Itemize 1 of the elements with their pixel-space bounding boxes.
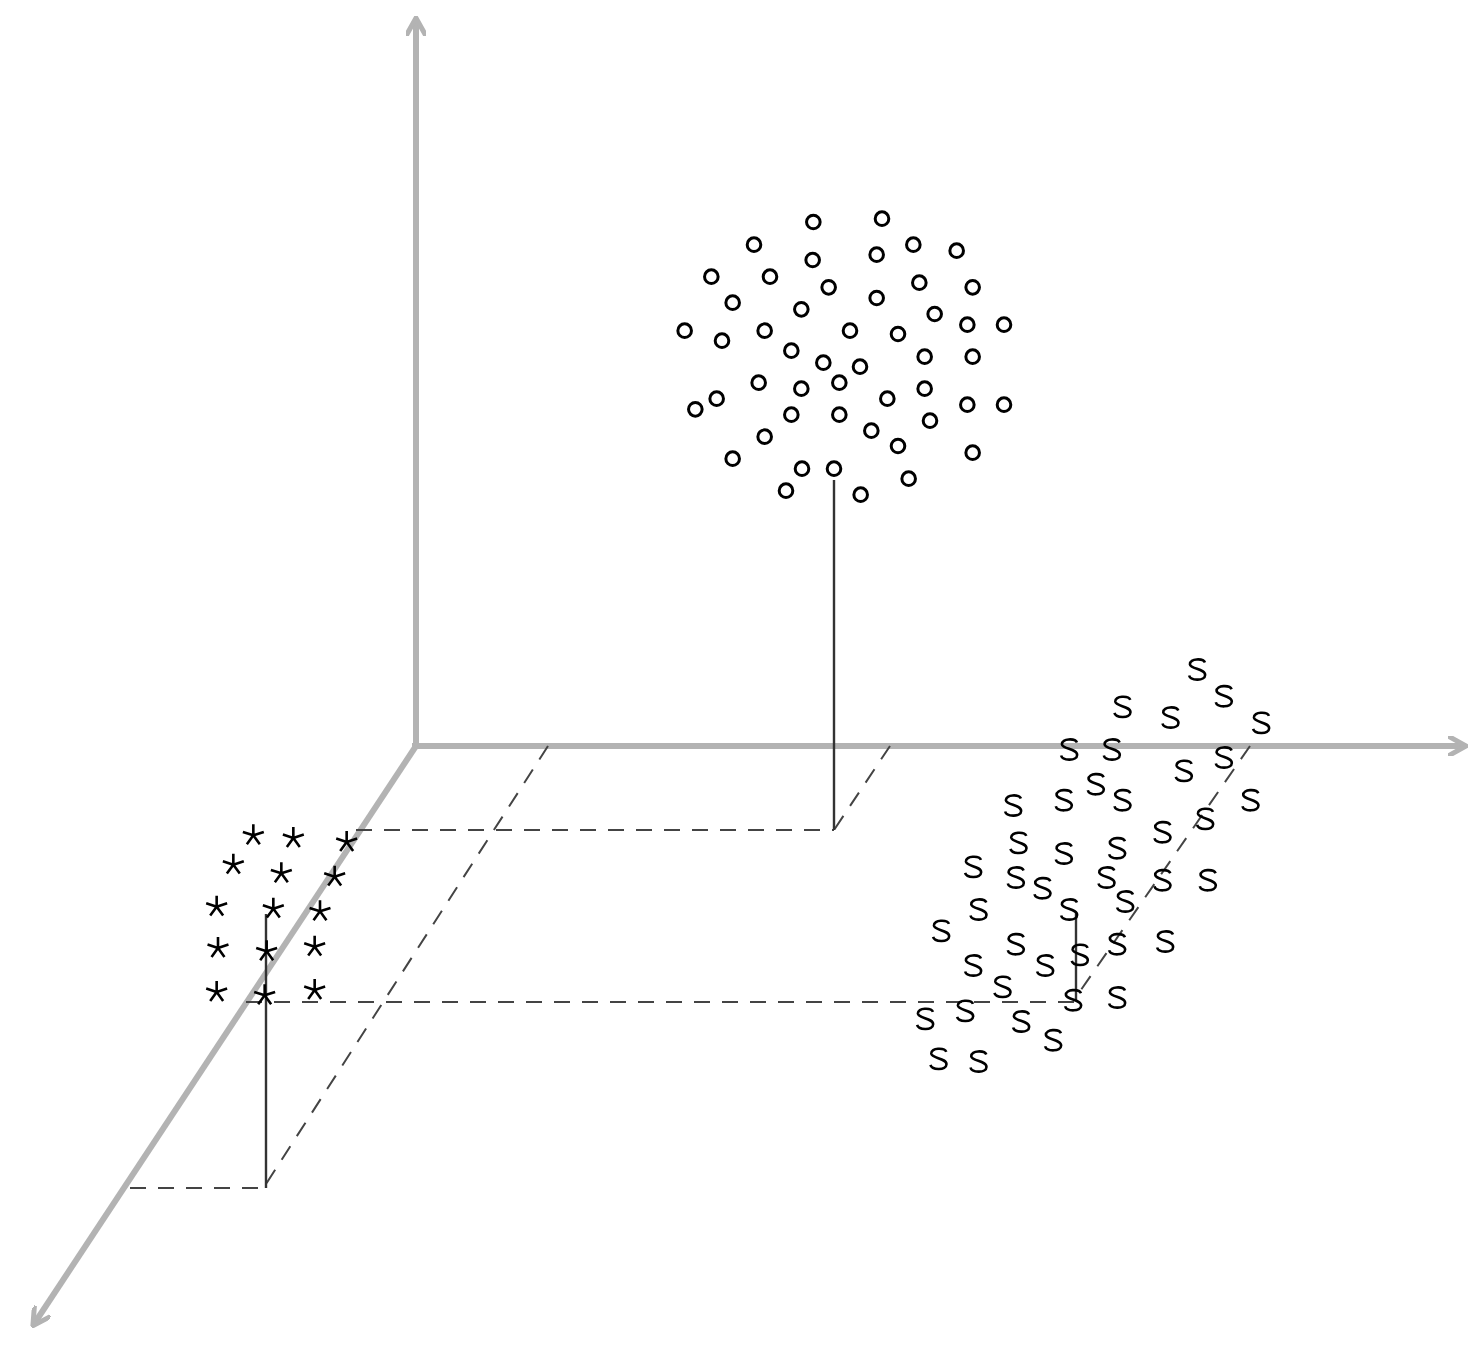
star-marker-cluster <box>200 818 352 1006</box>
